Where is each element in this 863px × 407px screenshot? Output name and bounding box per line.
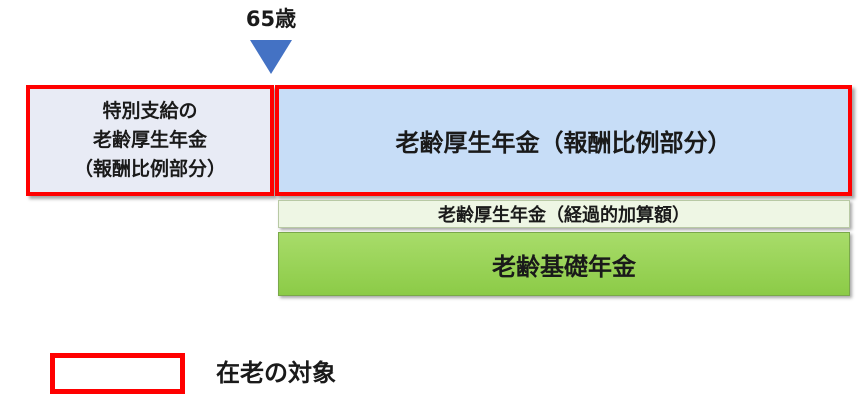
transitional-addition-block: 老齢厚生年金（経過的加算額） bbox=[278, 200, 850, 228]
age-marker-triangle-icon bbox=[250, 40, 292, 74]
special-benefit-line-3: （報酬比例部分） bbox=[73, 158, 226, 180]
special-benefit-line-1: 特別支給の bbox=[102, 100, 198, 122]
special-benefit-line-2: 老齢厚生年金 bbox=[92, 129, 207, 151]
legend-label: 在老の対象 bbox=[216, 359, 336, 387]
special-benefit-block: 特別支給の 老齢厚生年金 （報酬比例部分） bbox=[26, 85, 274, 196]
transitional-addition-label: 老齢厚生年金（経過的加算額） bbox=[438, 205, 690, 226]
age-65-label: 65歳 bbox=[245, 7, 297, 31]
basic-pension-block: 老齢基礎年金 bbox=[278, 232, 850, 296]
basic-pension-label: 老齢基礎年金 bbox=[492, 252, 636, 281]
legend-swatch bbox=[50, 353, 185, 394]
earnings-related-block: 老齢厚生年金（報酬比例部分） bbox=[275, 85, 852, 196]
earnings-related-label: 老齢厚生年金（報酬比例部分） bbox=[395, 129, 732, 157]
